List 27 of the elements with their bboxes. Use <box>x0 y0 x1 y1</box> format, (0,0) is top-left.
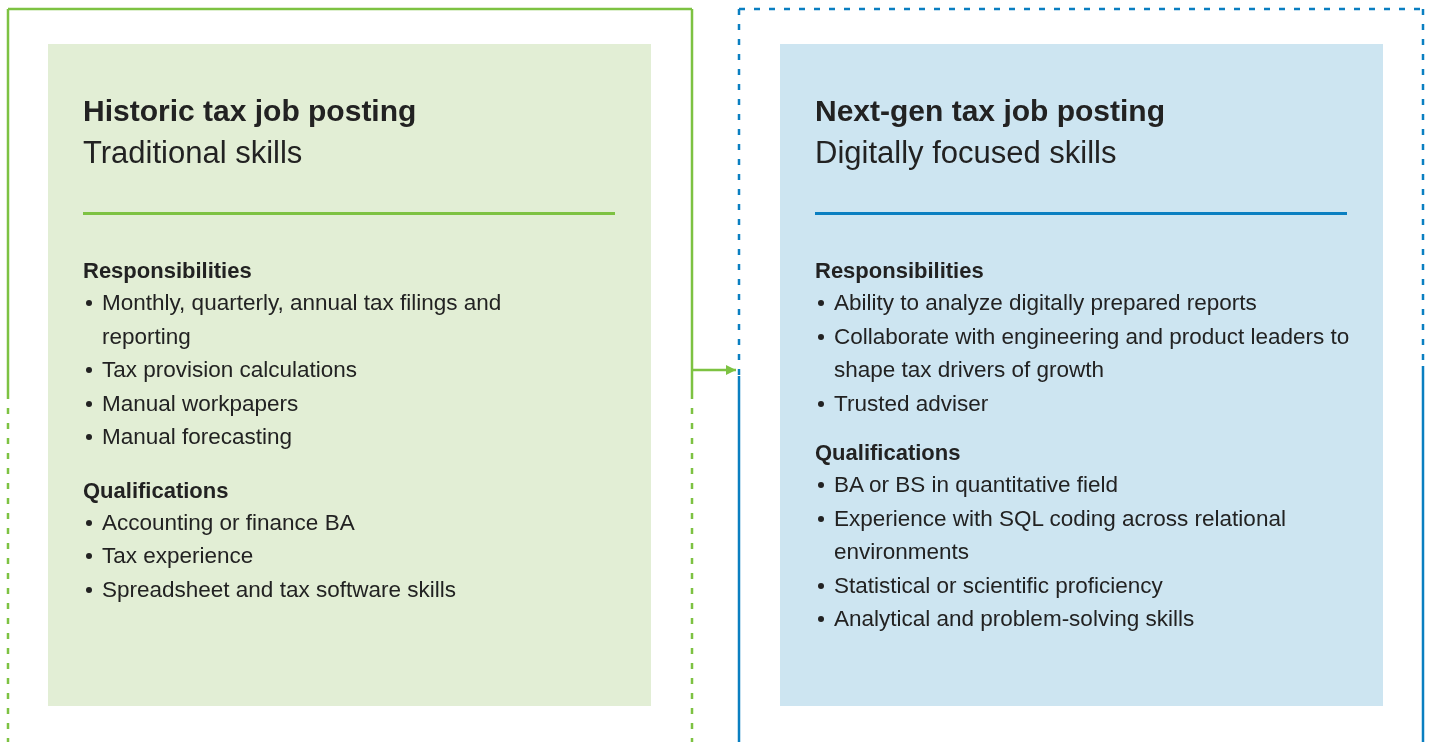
bullet-item: Tax provision calculations <box>83 353 502 387</box>
bullet-item: Manual forecasting <box>83 420 502 454</box>
bullet-item: Tax experience <box>83 539 502 573</box>
bullet-item: Accounting or finance BA <box>83 505 502 539</box>
bullet-item: Spreadsheet and tax software skills <box>83 572 502 606</box>
frame-outline <box>8 9 692 742</box>
panel-title: Next-gen tax job posting <box>815 93 1165 129</box>
arrow <box>693 365 736 375</box>
bullet-item: BA or BS in quantitative field <box>815 468 1394 502</box>
section-heading: Responsibilities <box>83 257 252 285</box>
panel-title: Historic tax job posting <box>83 93 417 129</box>
bullet-item: Analytical and problem-solving skills <box>815 602 1394 636</box>
section-heading: Qualifications <box>815 439 961 467</box>
bullet-item: Trusted adviser <box>815 386 1394 420</box>
bullet-item: Collaborate with engineering and product leaders to shape tax drivers of growth <box>815 319 1394 387</box>
bullet-item: Monthly, quarterly, annual tax filings and reporting <box>83 286 502 353</box>
job-posting-panel <box>48 44 651 706</box>
panel-subtitle: Digitally focused skills <box>815 134 1117 172</box>
section-heading: Responsibilities <box>815 257 984 285</box>
bullet-item: Statistical or scientific proficiency <box>815 568 1394 602</box>
job-posting-panel <box>780 44 1383 706</box>
section-heading: Qualifications <box>83 476 229 505</box>
bullet-item: Experience with SQL coding across relational environments <box>815 501 1394 569</box>
frame-outline <box>739 9 1423 742</box>
bullet-item: Ability to analyze digitally prepared reports <box>815 286 1394 320</box>
bullet-item: Manual workpapers <box>83 386 502 420</box>
panel-subtitle: Traditional skills <box>83 134 303 172</box>
